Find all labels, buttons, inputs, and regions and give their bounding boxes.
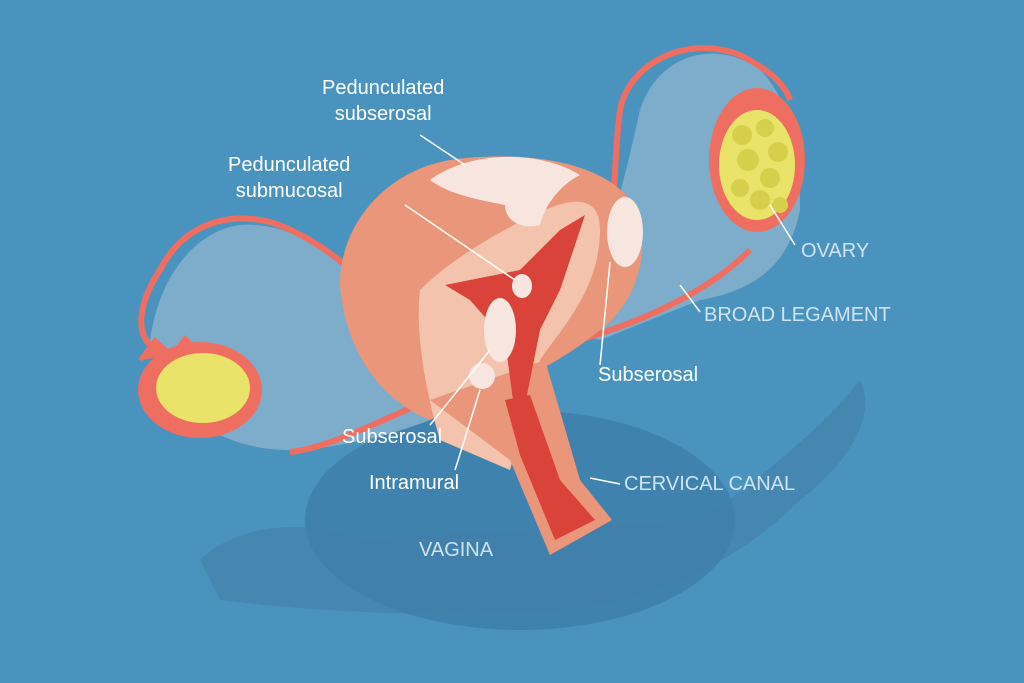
ovary-follicles [731, 119, 788, 213]
pedunculated-subserosal-fibroid [430, 156, 580, 227]
label-pedunculated-submucosal: Pedunculated submucosal [228, 152, 350, 204]
label-subserosal-right: Subserosal [598, 364, 699, 386]
pedunculated-submucosal-fibroid [512, 274, 532, 298]
subserosal-fibroid-left [484, 298, 516, 362]
intramural-fibroid [469, 363, 495, 389]
label-pedunculated-subserosal-line2: subserosal [334, 103, 432, 125]
label-pedunculated-submucosal-line1: Pedunculated [228, 154, 351, 176]
label-pedunculated-submucosal-line2: submucosal [235, 180, 343, 202]
leader-intramural [454, 389, 481, 471]
leader-pedunculated-subserosal [419, 134, 466, 166]
label-ovary: OVARY [801, 240, 870, 262]
leader-ovary [769, 204, 796, 246]
leader-subserosal-right [599, 261, 611, 366]
label-broad-ligament: BROAD LEGAMENT [704, 304, 891, 326]
label-cervical-canal: CERVICAL CANAL [624, 473, 796, 495]
label-intramural: Intramural [369, 472, 460, 494]
leader-broad-ligament [679, 284, 701, 313]
leader-subserosal-left [429, 349, 491, 426]
ligament-shadow [200, 380, 866, 615]
leader-cervical-canal [589, 477, 621, 485]
fimbria-left [138, 335, 202, 362]
label-pedunculated-subserosal: Pedunculated subserosal [322, 75, 444, 127]
uterine-cavity [445, 215, 585, 415]
label-pedunculated-subserosal-line1: Pedunculated [322, 77, 445, 99]
label-vagina: VAGINA [419, 539, 494, 561]
leader-pedunculated-submucosal [404, 204, 516, 281]
label-subserosal-left: Subserosal [342, 426, 443, 448]
cervical-canal-channel [505, 395, 595, 540]
subserosal-fibroid-right [607, 197, 643, 267]
ovary-left-inner [156, 353, 250, 423]
